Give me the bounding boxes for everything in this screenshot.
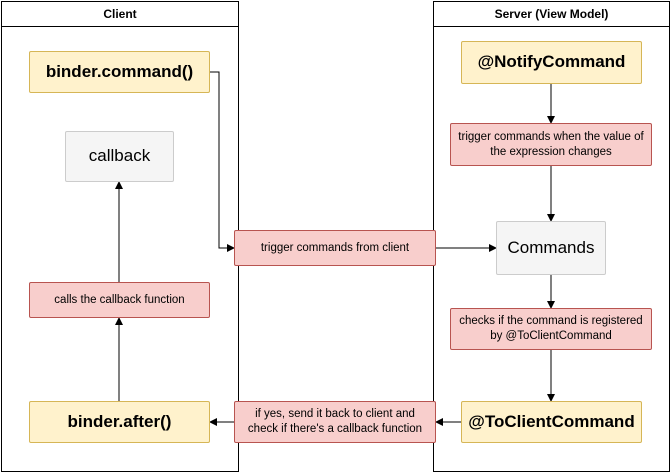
to-client-command-node: @ToClientCommand [461,401,642,443]
send-back-node: if yes, send it back to client and check… [234,401,436,443]
trigger-when-changes-node: trigger commands when the value of the e… [450,123,652,166]
client-lane-title: Client [2,2,238,27]
commands-node: Commands [496,221,606,275]
binder-command-node: binder.command() [29,51,210,93]
server-lane-title: Server (View Model) [434,2,669,27]
calls-callback-node: calls the callback function [29,282,210,318]
callback-node: callback [65,131,174,182]
notify-command-node: @NotifyCommand [461,41,642,84]
trigger-from-client-node: trigger commands from client [234,230,436,266]
binder-after-node: binder.after() [29,401,210,443]
checks-registered-node: checks if the command is registered by @… [450,308,652,350]
